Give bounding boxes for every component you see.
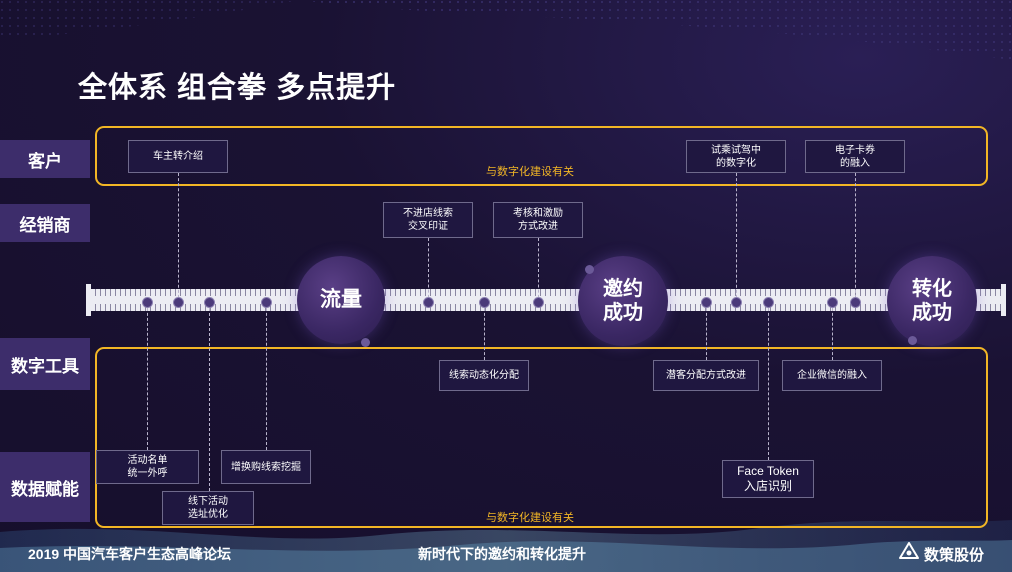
box-ecard-line1: 电子卡券 (835, 144, 875, 156)
stage-accent-dot (585, 265, 594, 274)
bottom-frame (95, 347, 988, 528)
box-wechat-work: 企业微信的融入 (782, 360, 882, 391)
timeline-dot (204, 297, 215, 308)
stage-invite: 邀约 成功 (578, 256, 668, 346)
connector (484, 303, 485, 360)
box-lead-dynamic: 线索动态化分配 (439, 360, 529, 391)
box-offline-activity: 线下活动选址优化 (162, 491, 254, 525)
connector (736, 173, 737, 303)
stage-convert: 转化 成功 (887, 256, 977, 346)
brand-logo-icon (898, 541, 920, 568)
box-activity-line2: 统一外呼 (127, 468, 168, 479)
timeline-dot (763, 297, 774, 308)
box-no-visit-line1: 不进店线索 (403, 208, 453, 219)
box-offline-line2: 选址优化 (188, 509, 228, 520)
connector (538, 238, 539, 303)
footer-event: 2019 中国汽车客户生态高峰论坛 (28, 546, 232, 562)
box-prospect-allocation: 潜客分配方式改进 (653, 360, 759, 391)
box-ecard: 电子卡券的融入 (805, 140, 905, 173)
timeline-dot (701, 297, 712, 308)
timeline-dot (479, 297, 490, 308)
category-data-enable: 数据赋能 (0, 452, 90, 522)
box-owner-referral: 车主转介绍 (128, 140, 228, 173)
box-ecard-line2: 的融入 (840, 157, 870, 169)
category-dealer: 经销商 (0, 204, 90, 242)
bottom-frame-note: 与数字化建设有关 (486, 512, 574, 524)
connector (147, 303, 148, 450)
timeline-dot (261, 297, 272, 308)
box-assess-line2: 方式改进 (518, 221, 558, 232)
box-replace-mining: 增换购线索挖掘 (221, 450, 311, 484)
box-test-drive-line1: 试乘试驾中 (711, 144, 761, 156)
stage-convert-label-1: 转化 (912, 278, 952, 300)
category-customer: 客户 (0, 140, 90, 178)
box-assessment: 考核和激励方式改进 (493, 202, 583, 238)
connector (706, 303, 707, 360)
box-offline-line1: 线下活动 (188, 496, 228, 507)
timeline-dot (827, 297, 838, 308)
stage-flow: 流量 (297, 256, 385, 344)
stage-invite-label-2: 成功 (603, 302, 643, 324)
stage-convert-label-2: 成功 (912, 302, 952, 324)
stage-flow-label: 流量 (320, 288, 362, 311)
connector (428, 238, 429, 303)
connector (855, 173, 856, 303)
box-face-line2: 入店识别 (743, 479, 792, 493)
connector (209, 303, 210, 491)
stage-accent-dot (908, 336, 917, 345)
timeline-dot (423, 297, 434, 308)
page-title: 全体系 组合拳 多点提升 (78, 72, 397, 104)
box-test-drive: 试乘试驾中的数字化 (686, 140, 786, 173)
box-assess-line1: 考核和激励 (513, 208, 563, 219)
box-test-drive-line2: 的数字化 (716, 157, 756, 169)
timeline-dot (850, 297, 861, 308)
connector (266, 303, 267, 450)
stage-invite-label-1: 邀约 (603, 278, 643, 300)
footer-subtitle: 新时代下的邀约和转化提升 (418, 546, 586, 562)
connector (768, 303, 769, 460)
box-activity-list: 活动名单统一外呼 (96, 450, 199, 484)
stage-accent-dot (361, 338, 370, 347)
box-no-visit-leads: 不进店线索交叉印证 (383, 202, 473, 238)
connector (832, 303, 833, 360)
brand-name: 数策股份 (924, 547, 985, 564)
connector (178, 173, 179, 303)
timeline-dot (533, 297, 544, 308)
category-digital-tools: 数字工具 (0, 338, 90, 390)
box-no-visit-line2: 交叉印证 (408, 221, 448, 232)
timeline-dot (142, 297, 153, 308)
timeline-dot (731, 297, 742, 308)
box-activity-line1: 活动名单 (127, 455, 168, 466)
top-frame-note: 与数字化建设有关 (486, 166, 574, 178)
box-face-line1: Face Token (737, 464, 799, 478)
top-frame (95, 126, 988, 186)
timeline-dot (173, 297, 184, 308)
